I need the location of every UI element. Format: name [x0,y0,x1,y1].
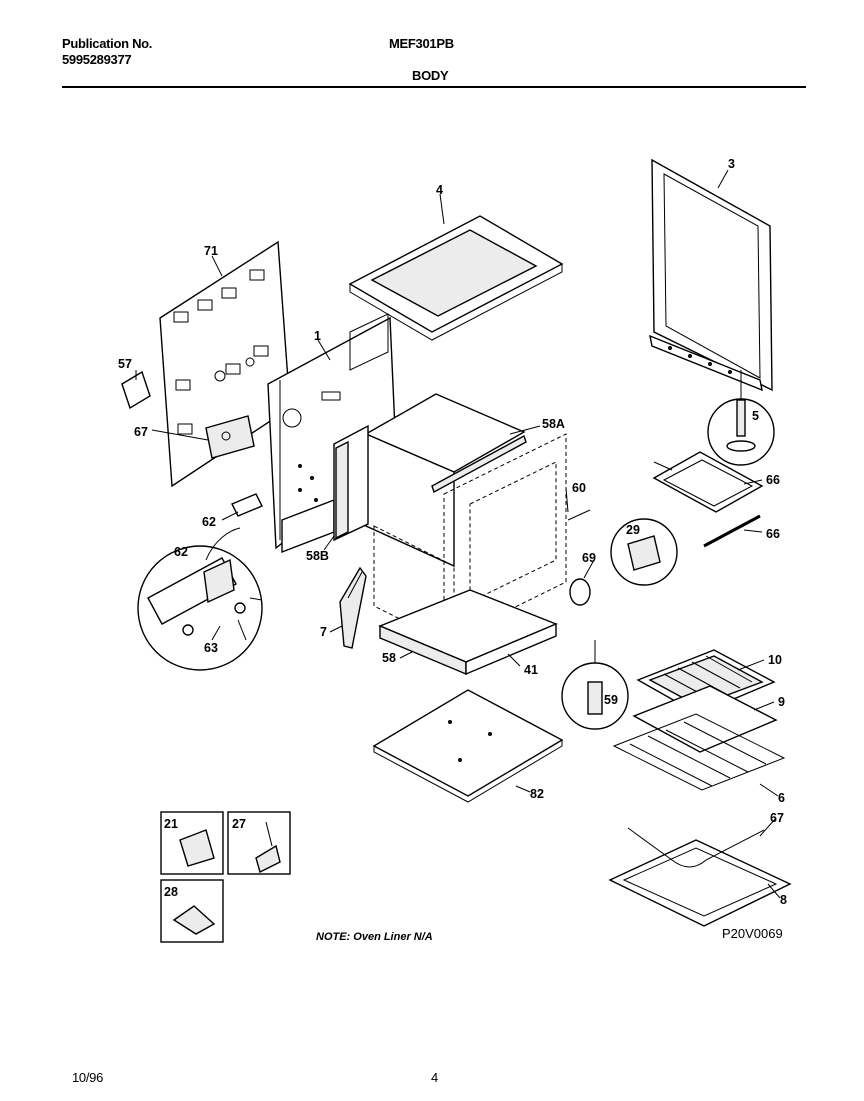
bottom-insulation-part [378,589,558,676]
gasket-ring-part [569,578,591,606]
label-10: 10 [768,653,782,667]
inset-part-28 [160,879,224,943]
bottom-panel-part [372,689,564,803]
label-6: 6 [778,791,785,805]
inset-part-27 [227,811,291,875]
bracket-part [121,370,151,410]
label-7: 7 [320,625,327,639]
label-28: 28 [164,885,178,899]
label-69: 69 [582,551,596,565]
label-3: 3 [728,157,735,171]
label-27: 27 [232,817,246,831]
label-1: 1 [314,329,321,343]
label-62a: 62 [202,515,216,529]
back-panel-part [159,240,291,488]
label-5: 5 [752,409,759,423]
switch-callout [610,518,678,586]
label-59: 59 [604,693,618,707]
label-82: 82 [530,787,544,801]
label-58B: 58B [306,549,329,563]
rod-part [567,509,591,521]
label-60: 60 [572,481,586,495]
leader-lines [135,169,781,899]
label-21: 21 [164,817,178,831]
label-58: 58 [382,651,396,665]
inset-part-21 [160,811,224,875]
model-number: MEF301PB [389,36,454,51]
label-67a: 67 [134,425,148,439]
label-66b: 66 [766,527,780,541]
label-71: 71 [204,244,218,258]
label-8: 8 [780,893,787,907]
part-number-labels: 71 57 67 1 4 3 5 58A 60 66 66 29 69 62 6… [118,157,787,907]
top-frame-part [348,215,564,341]
label-58A: 58A [542,417,565,431]
label-67b: 67 [770,811,784,825]
page-number: 4 [431,1070,438,1085]
side-panel-part [649,158,773,392]
door-hinge-part [339,566,367,649]
oven-liner-note: NOTE: Oven Liner N/A [316,931,433,943]
figure-code: P20V0069 [722,926,783,941]
oven-frame-part [267,313,397,554]
broil-element-part [652,451,764,513]
label-9: 9 [778,695,785,709]
label-63: 63 [204,641,218,655]
foot-callout [561,640,629,730]
label-66a: 66 [766,473,780,487]
leveling-leg-callout [707,370,775,466]
footer-date: 10/96 [72,1070,104,1085]
label-57: 57 [118,357,132,371]
header-rule [62,86,806,88]
oven-rack-part [612,713,786,791]
label-41: 41 [524,663,538,677]
publication-label: Publication No. [62,36,153,51]
bake-element-part [608,827,792,927]
section-title: BODY [412,68,449,83]
label-62b: 62 [174,545,188,559]
oven-cavity-part [333,393,567,647]
label-4: 4 [436,183,443,197]
terminal-block-callout [137,493,263,671]
label-29: 29 [626,523,640,537]
publication-number: 5995289377 [62,52,132,67]
element-rod-part [703,514,761,548]
